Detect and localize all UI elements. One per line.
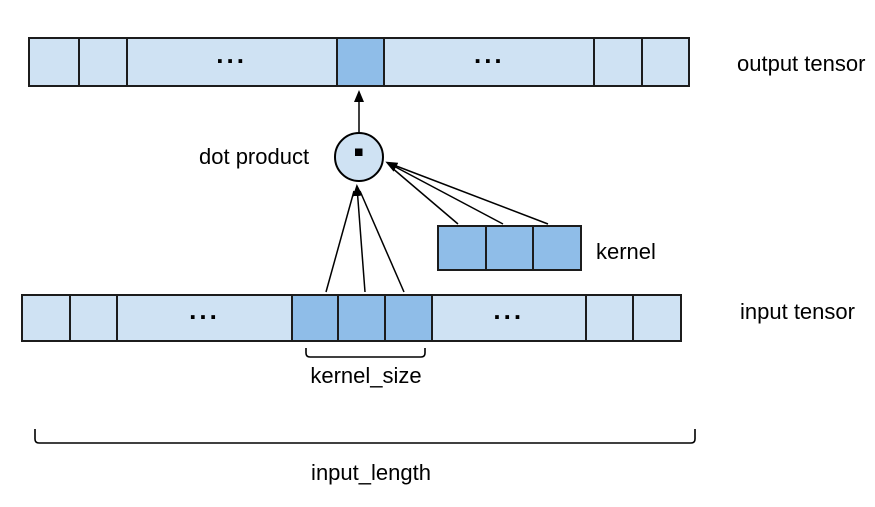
kernel-size-label: kernel_size	[310, 363, 422, 388]
arrow-input-to-dot	[352, 184, 366, 293]
line-kernel-left-to-dot	[390, 166, 459, 225]
tensor-cell-ellipsis: ...	[432, 296, 587, 340]
tensor-cell-plain	[23, 296, 71, 340]
dot-product-label: dot product	[199, 144, 310, 169]
dot-product-circle	[334, 132, 384, 182]
ellipsis-dots: ...	[189, 296, 220, 326]
tensor-cell-plain	[70, 296, 119, 340]
input-length-brace	[34, 429, 696, 444]
tensor-cell-highlight	[337, 39, 386, 85]
output-tensor: ......	[28, 37, 690, 87]
arrow-kernel-to-dot	[385, 161, 504, 225]
tensor-cell-ellipsis: ...	[385, 39, 596, 85]
input-tensor: ......	[21, 294, 682, 342]
kernel-size-brace	[305, 348, 426, 358]
tensor-cell-highlight	[439, 227, 487, 269]
tensor-cell-ellipsis: ...	[118, 296, 293, 340]
line-kernel-right-to-dot	[390, 163, 549, 225]
input-tensor-label: input tensor	[740, 299, 855, 324]
tensor-cell-highlight	[339, 296, 386, 340]
kernel	[437, 225, 582, 271]
tensor-cell-plain	[634, 296, 680, 340]
line-input-left-to-dot	[325, 190, 355, 293]
ellipsis-dots: ...	[473, 39, 505, 70]
output-tensor-label: output tensor	[737, 51, 866, 76]
line-input-right-to-dot	[359, 190, 405, 293]
dot-icon	[355, 148, 363, 156]
tensor-cell-ellipsis: ...	[127, 39, 338, 85]
tensor-cell-highlight	[534, 227, 581, 269]
ellipsis-dots: ...	[493, 296, 525, 326]
tensor-cell-highlight	[486, 227, 535, 269]
tensor-cell-highlight	[292, 296, 340, 340]
input-length-label: input_length	[311, 460, 431, 485]
ellipsis-dots: ...	[216, 39, 247, 70]
tensor-cell-plain	[30, 39, 80, 85]
tensor-cell-plain	[586, 296, 635, 340]
kernel-label: kernel	[596, 239, 656, 264]
tensor-cell-plain	[79, 39, 128, 85]
tensor-cell-plain	[643, 39, 688, 85]
tensor-cell-highlight	[385, 296, 433, 340]
tensor-cell-plain	[595, 39, 644, 85]
